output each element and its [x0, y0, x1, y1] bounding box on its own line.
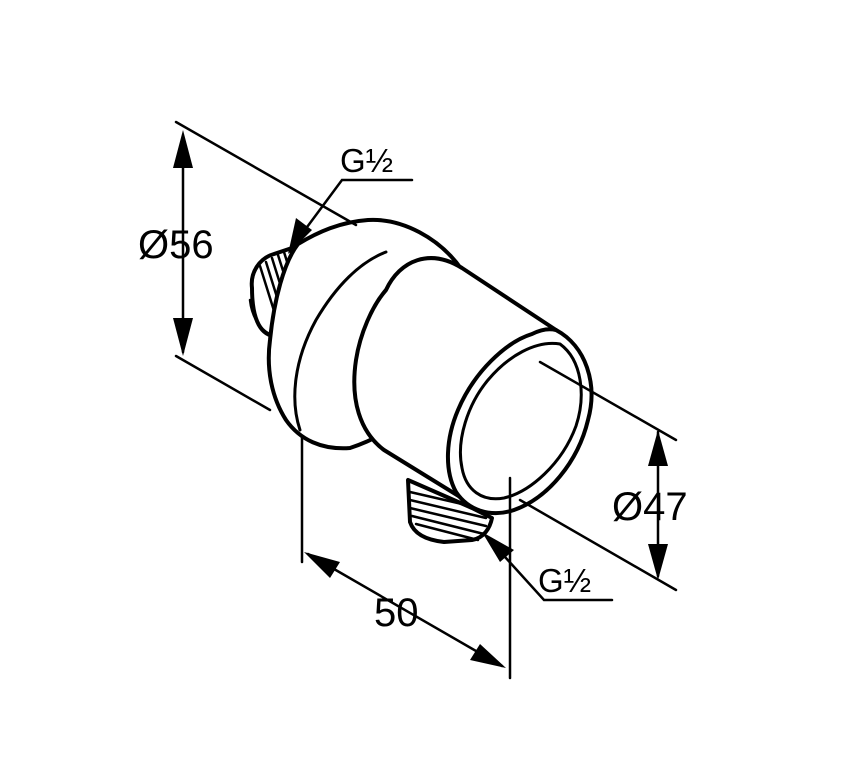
- outlet-end-face-inner: [458, 341, 583, 501]
- dia47-extension-bottom: [518, 498, 678, 592]
- flange-inner-curve: [293, 250, 388, 432]
- thread-top-arrow: [288, 218, 312, 254]
- len50-arrow-right: [470, 644, 506, 668]
- dia56-arrow-up: [173, 130, 193, 168]
- diameter-small-label: Ø47: [612, 485, 688, 529]
- dia56-extension-bottom: [174, 354, 272, 412]
- length-label: 50: [374, 591, 419, 635]
- dia47-arrow-up: [648, 430, 668, 466]
- diameter-large-label: Ø56: [138, 223, 214, 267]
- dia56-arrow-down: [173, 318, 193, 356]
- arrowheads: [173, 130, 668, 668]
- dia56-extension-top: [174, 120, 358, 227]
- wall-outlet-elbow: [248, 217, 594, 544]
- bottom-thread-nipple: [406, 478, 494, 544]
- len50-dimension-line: [306, 552, 504, 668]
- dia47-arrow-down: [648, 544, 668, 580]
- thread-bottom-label: G½: [538, 562, 591, 599]
- dia47-extension-top: [538, 360, 678, 442]
- thread-top-label: G½: [340, 142, 393, 179]
- len50-arrow-left: [304, 552, 340, 578]
- outlet-end-face-outer: [446, 327, 594, 516]
- thread-bottom-arrow: [482, 532, 514, 562]
